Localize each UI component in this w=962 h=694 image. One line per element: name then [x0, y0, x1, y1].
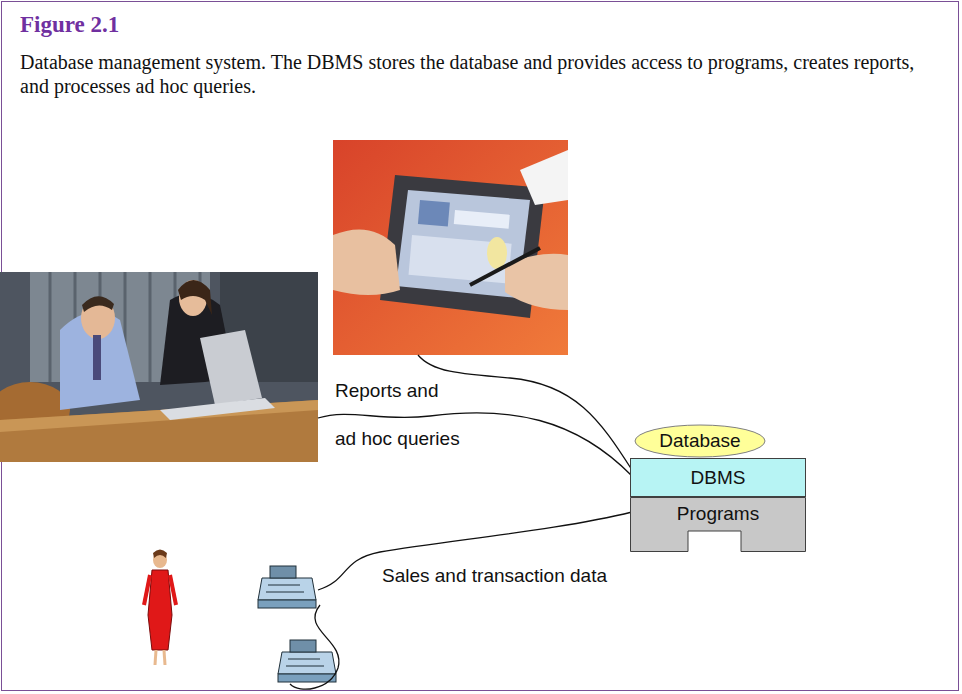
tablet-cable [418, 355, 632, 470]
customer-figure [144, 550, 176, 666]
illustration-part [170, 575, 176, 605]
ellipse-outline [635, 425, 765, 457]
office-cable [318, 413, 632, 476]
cable-label: Sales and transaction data [379, 565, 610, 587]
illustration-part [288, 659, 320, 660]
cash-register [258, 566, 316, 608]
dbms-box: DBMS [630, 458, 806, 497]
programs-block: Programs [630, 497, 806, 552]
illustration-part [418, 200, 450, 227]
illustration-part [81, 297, 115, 339]
illustration-part [454, 210, 510, 229]
node-label: Database [634, 430, 766, 452]
illustration-part [155, 650, 156, 665]
tablet-photo [333, 140, 568, 355]
illustration-part [82, 296, 114, 312]
illustration-part [268, 585, 300, 586]
illustration-part [0, 272, 318, 462]
illustration-part [153, 550, 167, 559]
illustration-part [49, 272, 52, 382]
illustration-part [178, 280, 212, 315]
illustration-part [278, 652, 336, 674]
illustration-part [266, 592, 304, 593]
illustration-part [520, 150, 568, 205]
office-photo [0, 272, 318, 462]
illustration-part [487, 237, 507, 269]
illustration-part [148, 570, 172, 650]
illustration-part [290, 640, 316, 652]
illustration-part [278, 674, 336, 682]
illustration-part [333, 140, 568, 355]
illustration-part [160, 398, 275, 420]
illustration-part [258, 600, 316, 608]
register-cable [318, 512, 632, 590]
illustration-part [0, 400, 318, 462]
illustration-part [270, 566, 296, 578]
illustration-part [333, 229, 400, 295]
illustration-part [286, 666, 324, 667]
cable-label: ad hoc queries [332, 428, 463, 450]
illustration-part [164, 650, 165, 665]
illustration-part [200, 330, 262, 405]
illustration-part [93, 335, 101, 380]
register-cable [290, 605, 339, 689]
box-outline [631, 459, 806, 497]
illustration-part [149, 272, 152, 382]
cash-register [278, 640, 336, 682]
figure-caption: Database management system. The DBMS sto… [20, 50, 945, 98]
illustration-part [470, 248, 540, 285]
cable-label: Reports and [332, 380, 442, 402]
node-label: DBMS [630, 467, 806, 489]
database-ellipse: Database [634, 424, 766, 458]
illustration-part [144, 575, 150, 605]
node-label: Programs [630, 503, 806, 525]
illustration-part [258, 578, 316, 600]
cable-lines [290, 355, 632, 689]
programs-outline [631, 498, 806, 552]
figure-title: Figure 2.1 [20, 12, 119, 38]
illustration-part [409, 235, 512, 284]
